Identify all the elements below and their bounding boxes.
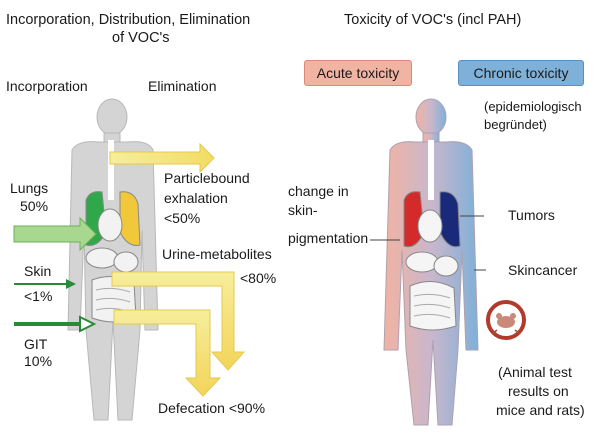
label-particle-2: exhalation [164,190,228,207]
liver-right [406,252,438,272]
label-animal-3: mice and rats) [496,402,585,419]
liver-left [86,248,118,268]
label-animal-1: (Animal test [498,364,572,381]
col-elimination: Elimination [148,78,216,95]
stomach-right [434,256,458,276]
left-title-line2: of VOC's [112,30,170,47]
label-epidemiologisch: (epidemiologisch [484,98,582,115]
label-lungs-pct: 50% [20,198,48,215]
label-git: GIT [24,336,47,353]
label-skin-hyphen: skin- [288,202,318,219]
label-urine-pct: <80% [240,270,276,287]
label-tumors: Tumors [508,207,555,224]
label-skincancer: Skincancer [508,262,577,279]
label-urine: Urine-metabolites [162,246,272,263]
label-skin: Skin [24,263,51,280]
heart-right [418,210,442,242]
label-lungs: Lungs [10,180,48,197]
left-title-line1: Incorporation, Distribution, Elimination [6,12,250,29]
lung-right-blue [440,192,460,247]
heart-left [98,209,122,241]
label-particle-3: <50% [164,210,200,227]
label-particle-1: Particlebound [164,170,250,187]
arrow-lungs-in [14,218,96,250]
label-skin-pct: <1% [24,288,52,305]
label-change-in: change in [288,183,349,200]
col-incorporation: Incorporation [6,78,88,95]
arrow-git-in [14,317,94,331]
label-begruendet: begründet) [484,116,547,133]
right-title: Toxicity of VOC's (incl PAH) [344,12,521,29]
label-git-pct: 10% [24,353,52,370]
chronic-toxicity-label: Chronic toxicity [458,60,584,86]
acute-toxicity-label: Acute toxicity [304,60,412,86]
label-pigmentation: pigmentation [288,230,368,247]
label-animal-2: results on [508,383,569,400]
mouse-test-icon [488,302,524,338]
label-defecation: Defecation <90% [158,400,265,417]
stomach-left [114,252,138,272]
